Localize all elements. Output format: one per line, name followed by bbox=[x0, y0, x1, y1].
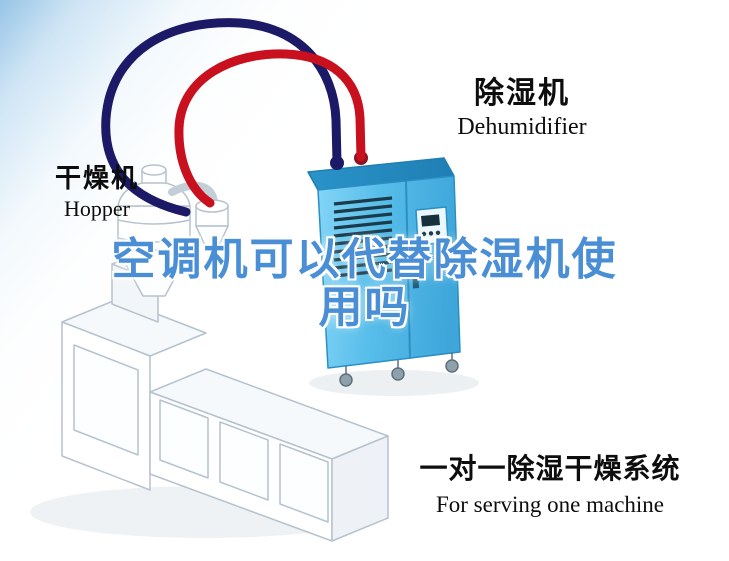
hopper-label-cn: 干燥机 bbox=[54, 163, 139, 193]
control-display bbox=[421, 214, 440, 227]
watermark-text: 空调机可以代替除湿机使 用吗 bbox=[0, 235, 729, 333]
watermark-line-1: 空调机可以代替除湿机使 bbox=[111, 235, 618, 284]
hopper-label: 干燥机 Hopper bbox=[30, 158, 164, 222]
extruder-machine bbox=[61, 164, 389, 542]
cabinet-door bbox=[73, 344, 139, 456]
vent-grille bbox=[333, 196, 393, 278]
control-buttons bbox=[421, 230, 441, 237]
caster-wheels bbox=[339, 352, 459, 387]
long-cabinet-end-face bbox=[331, 435, 389, 542]
system-caption-cn: 一对一除湿干燥系统 bbox=[419, 453, 681, 484]
watermark-line-2: 用吗 bbox=[318, 283, 411, 333]
hopper-band bbox=[117, 237, 191, 243]
cyclone-cone bbox=[195, 225, 229, 253]
dehumidifier-label: 除湿机 Dehumidifier bbox=[430, 68, 614, 141]
red-hose bbox=[174, 49, 366, 208]
hopper-label-en: Hopper bbox=[64, 196, 130, 221]
hopper-band bbox=[117, 219, 191, 225]
system-caption: 一对一除湿干燥系统 For serving one machine bbox=[396, 447, 704, 518]
dehumidifier-unit bbox=[307, 151, 461, 387]
hopper-cap-top bbox=[141, 164, 167, 176]
door-seam bbox=[405, 180, 411, 359]
door-handle bbox=[412, 263, 419, 289]
front-panels bbox=[159, 399, 329, 523]
system-caption-en: For serving one machine bbox=[435, 492, 665, 517]
dehumidifier-label-en: Dehumidifier bbox=[457, 114, 587, 140]
dehumidifier-label-cn: 除湿机 bbox=[474, 77, 570, 110]
